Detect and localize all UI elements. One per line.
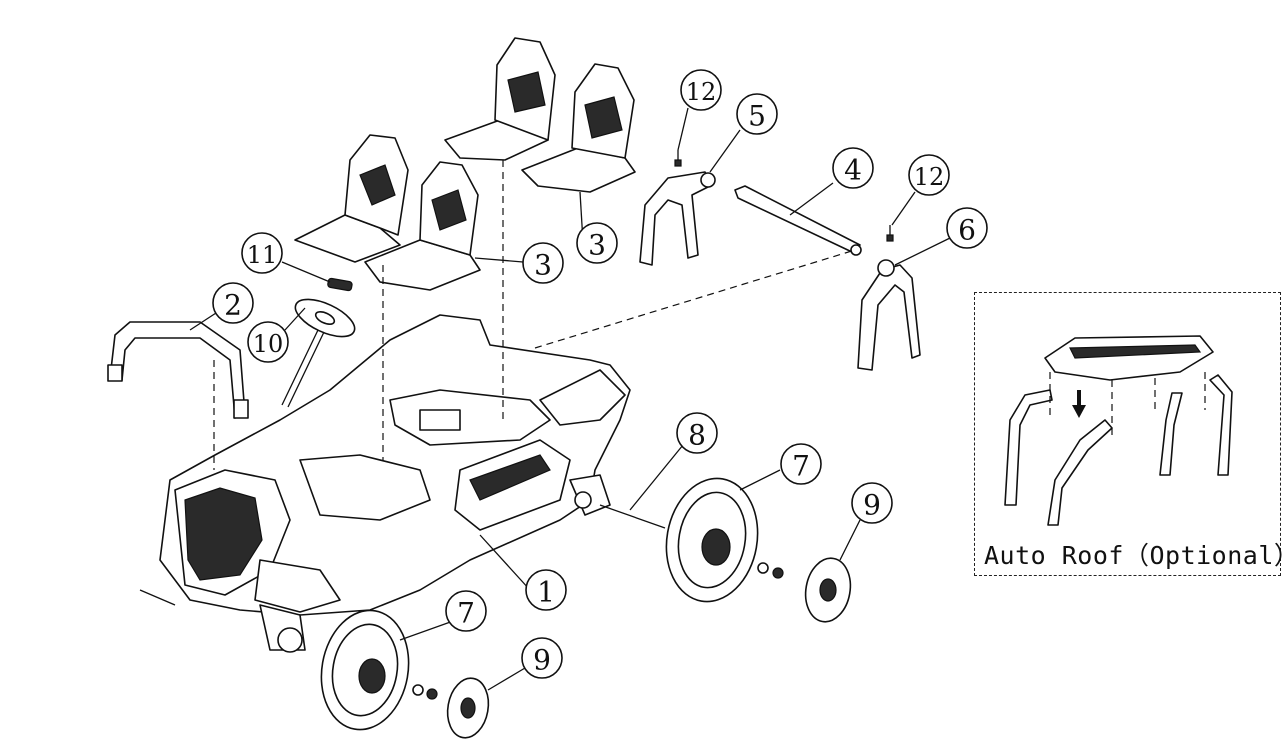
callout-5-label: 5	[748, 100, 766, 133]
roof-inset-art	[1004, 335, 1233, 526]
callout-1-label: 1	[537, 576, 555, 609]
callout-11-label: 11	[247, 241, 278, 269]
callout-5: 5	[736, 93, 778, 135]
callout-3-rear-label: 3	[588, 229, 606, 262]
callout-7-front-label: 7	[457, 597, 475, 630]
callout-9-front-label: 9	[533, 644, 551, 677]
front-wheel	[320, 609, 438, 731]
callout-6-label: 6	[958, 214, 976, 247]
steering-wheel	[281, 298, 356, 408]
callout-8-label: 8	[688, 419, 706, 452]
callout-10-label: 10	[253, 330, 284, 358]
right-rear-roll-bar	[857, 259, 921, 371]
callout-9-rear-label: 9	[863, 489, 881, 522]
callout-7-rear-label: 7	[792, 450, 810, 483]
callout-9-front: 9	[521, 637, 563, 679]
auto-roof-caption: Auto Roof（Optional）	[984, 541, 1287, 570]
callout-3-front-label: 3	[534, 249, 552, 282]
callout-3-rear: 3	[576, 222, 618, 264]
roof-crossbar	[734, 185, 862, 256]
rear-hubcap	[804, 557, 852, 623]
rear-wheel	[665, 477, 784, 603]
front-seats	[294, 134, 481, 291]
auto-roof-inset	[974, 292, 1281, 576]
rear-seats	[444, 37, 636, 193]
callout-6: 6	[946, 207, 988, 249]
leader-lines	[189, 107, 951, 691]
callout-12-right-label: 12	[914, 163, 945, 191]
callout-7-rear: 7	[780, 443, 822, 485]
callout-4-label: 4	[844, 154, 862, 187]
callout-2-label: 2	[224, 289, 242, 322]
front-hubcap	[446, 677, 490, 739]
callout-4: 4	[832, 147, 874, 189]
callout-9-rear: 9	[851, 482, 893, 524]
callout-8: 8	[676, 412, 718, 454]
callout-11: 11	[241, 232, 283, 274]
horn-button	[327, 277, 353, 292]
rear-axle	[599, 504, 666, 529]
callout-2: 2	[212, 282, 254, 324]
callout-10: 10	[247, 321, 289, 363]
callout-12-right: 12	[908, 154, 950, 196]
callout-1: 1	[525, 569, 567, 611]
screws	[674, 150, 894, 242]
left-rear-roll-bar	[639, 171, 716, 266]
callout-7-front: 7	[445, 590, 487, 632]
callout-12-left: 12	[680, 69, 722, 111]
car-body	[139, 314, 631, 653]
assembly-guides	[213, 160, 856, 470]
down-arrow-icon	[1072, 390, 1086, 418]
callout-12-left-label: 12	[686, 78, 717, 106]
front-roll-bar	[107, 321, 249, 419]
callout-3-front: 3	[522, 242, 564, 284]
